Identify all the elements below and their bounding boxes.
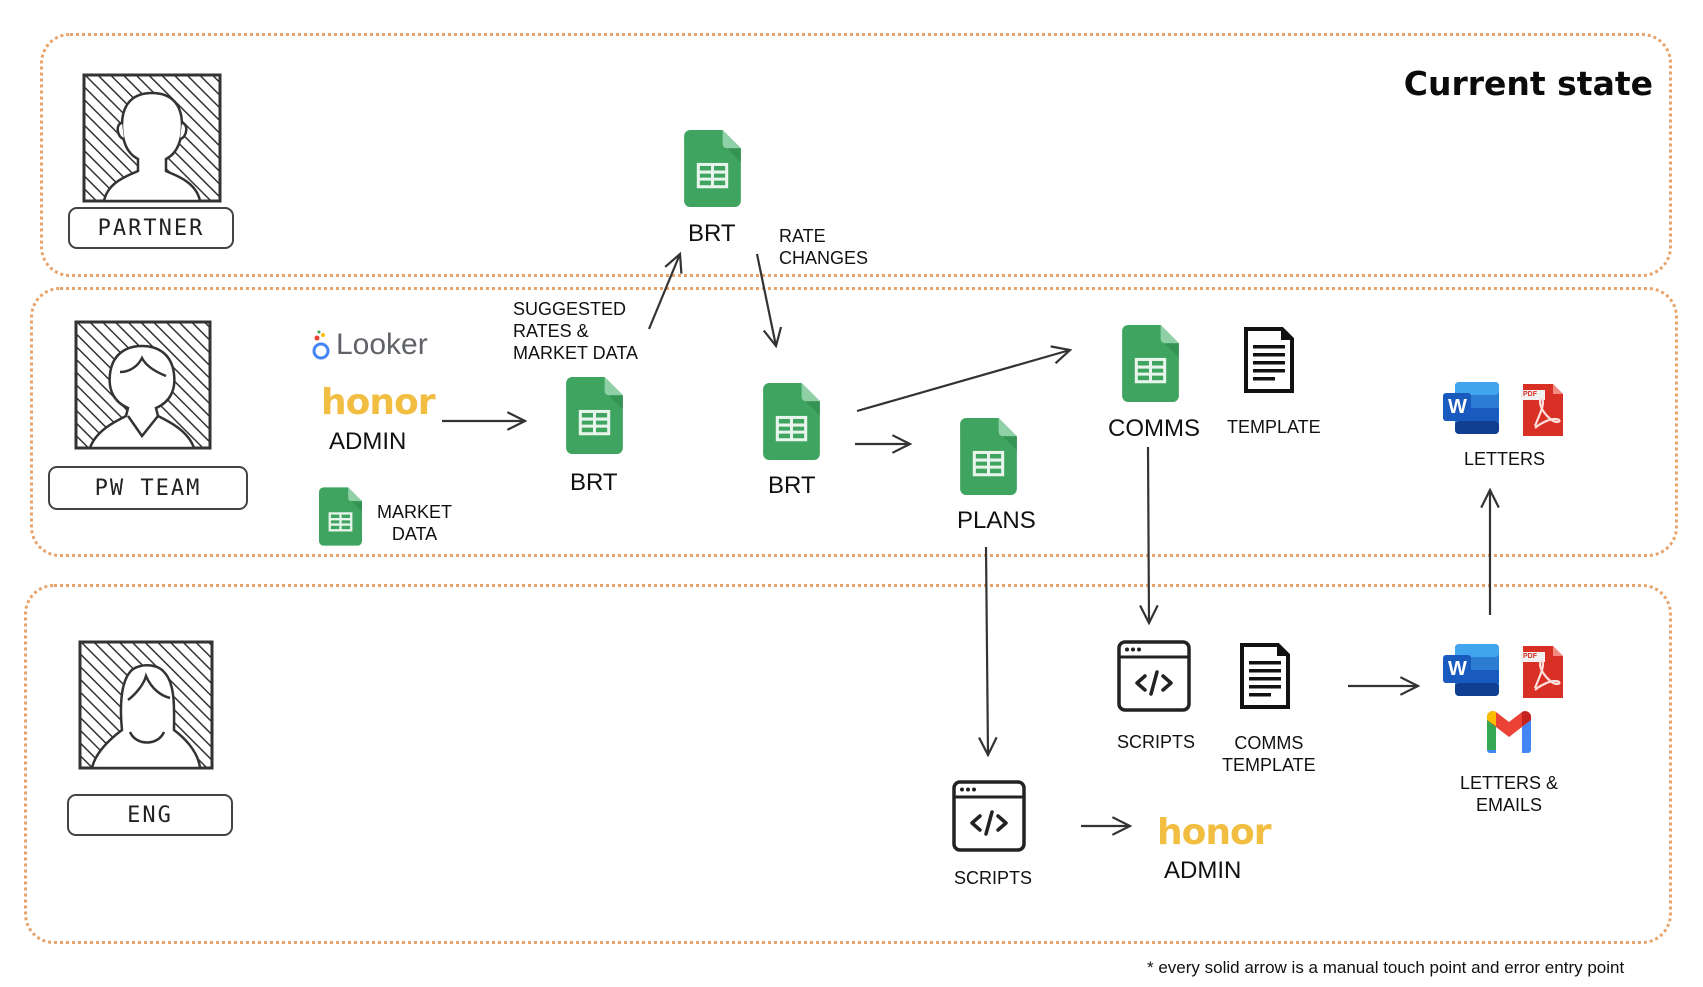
brt-partner-label: BRT (688, 220, 736, 247)
role-tag-pw-team: PW TEAM (48, 466, 248, 510)
letters-emails-line1: LETTERS & (1460, 773, 1559, 793)
looker-text: Looker (336, 328, 428, 361)
footnote: * every solid arrow is a manual touch po… (1147, 958, 1625, 977)
suggested-line1: SUGGESTED (513, 299, 627, 319)
arrow-plans-to-scripts (986, 546, 988, 755)
letters-pdf-badge: PDF (1523, 391, 1537, 398)
brt-pw-1-label: BRT (570, 469, 618, 496)
pw-team-avatar (74, 320, 212, 450)
rate-changes-label: RATE CHANGES (779, 225, 868, 269)
market-data-line1: MARKET (377, 502, 453, 522)
scripts-2-label: SCRIPTS (954, 868, 1033, 888)
letters-emails-word-letter: W (1448, 658, 1467, 680)
rate-changes-line2: CHANGES (779, 248, 869, 268)
arrow-brt-to-comms (856, 350, 1070, 413)
plans-label: PLANS (957, 507, 1036, 534)
honor-logo-eng: honor (1157, 812, 1271, 853)
suggested-line2: RATES & (513, 321, 589, 341)
comms-template-line1: COMMS (1234, 733, 1304, 753)
looker-icon (312, 330, 330, 360)
lane-pw-team (30, 287, 1678, 557)
comms-template-label: COMMS TEMPLATE (1222, 732, 1316, 776)
brt-pw-2-label: BRT (768, 472, 816, 499)
diagram-title: Current state (1403, 64, 1653, 103)
template-label: TEMPLATE (1227, 417, 1321, 437)
eng-avatar (78, 640, 214, 770)
lane-eng (24, 584, 1672, 944)
suggested-line3: MARKET DATA (513, 343, 639, 363)
rate-changes-line1: RATE (779, 226, 826, 246)
honor-admin-pw-label: ADMIN (329, 428, 407, 455)
honor-admin-eng-label: ADMIN (1164, 857, 1242, 884)
comms-template-line2: TEMPLATE (1222, 755, 1316, 775)
market-data-line2: DATA (391, 524, 438, 544)
arrow-brt-to-partner-brt (647, 254, 680, 330)
partner-avatar (82, 73, 222, 203)
looker-logo: Looker (310, 328, 428, 362)
arrow-partner-brt-to-brt (755, 253, 776, 346)
market-data-label: MARKET DATA (377, 501, 452, 545)
lane-partner (40, 33, 1672, 277)
letters-emails-label: LETTERS & EMAILS (1460, 772, 1558, 816)
scripts-1-label: SCRIPTS (1117, 732, 1196, 752)
letters-emails-line2: EMAILS (1476, 795, 1543, 815)
comms-label: COMMS (1108, 415, 1200, 442)
suggested-rates-label: SUGGESTED RATES & MARKET DATA (513, 298, 638, 364)
role-tag-partner: PARTNER (68, 207, 234, 249)
role-tag-eng: ENG (67, 794, 233, 836)
arrow-comms-to-scripts (1148, 446, 1149, 623)
letters-label: LETTERS (1464, 449, 1546, 469)
letters-emails-pdf-badge: PDF (1523, 653, 1537, 660)
honor-logo-pw: honor (321, 382, 435, 423)
letters-word-letter: W (1448, 396, 1467, 418)
